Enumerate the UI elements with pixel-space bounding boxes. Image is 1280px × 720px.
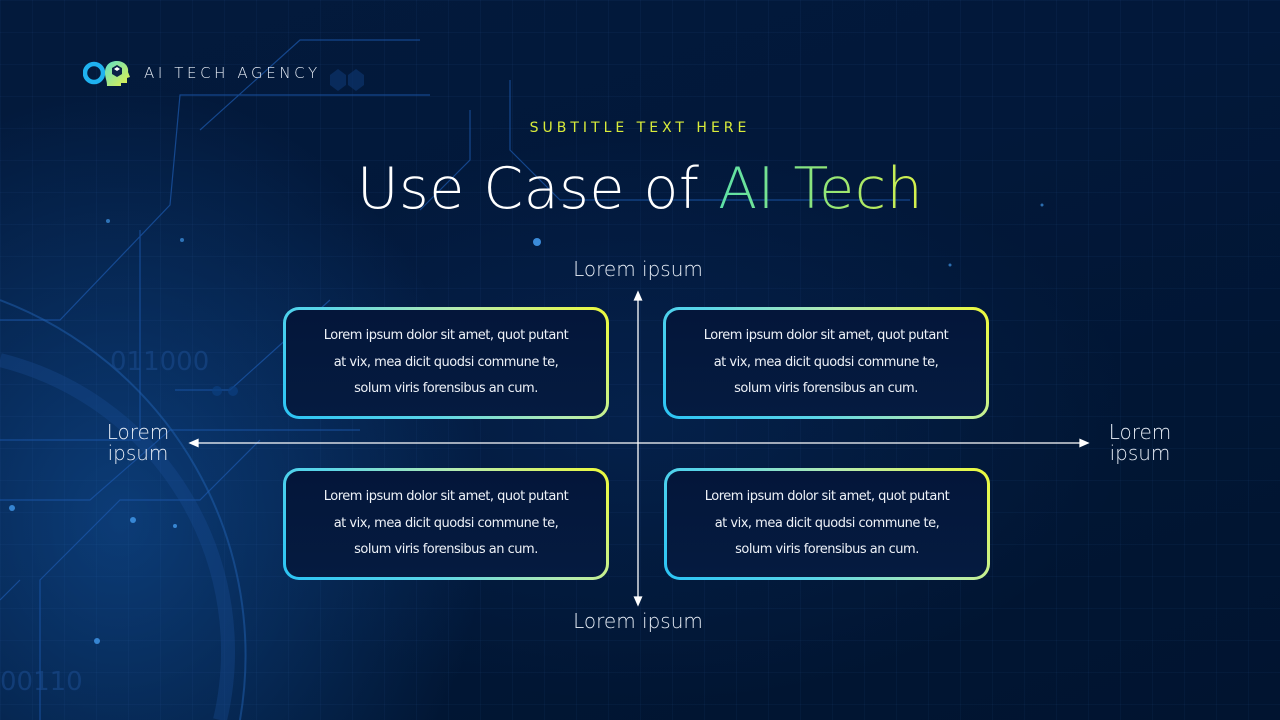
quadrant-card-top-left: Lorem ipsum dolor sit amet, quot putant … [283,307,609,419]
ai-agency-logo-icon [83,61,130,86]
card-text-line: Lorem ipsum dolor sit amet, quot putant [323,328,569,344]
card-text-line: Lorem ipsum dolor sit amet, quot putant [703,328,949,344]
axis-label-right-line-2: ipsum [1109,441,1171,465]
axis-label-left: Lorem ipsum [98,422,178,464]
arrow-left-icon [188,438,199,448]
card-text-line: Lorem ipsum dolor sit amet, quot putant [323,489,569,505]
quadrant-card-bottom-right: Lorem ipsum dolor sit amet, quot putant … [664,468,990,580]
axis-label-left-line-2: ipsum [107,441,169,465]
axis-label-bottom: Lorem ipsum [573,609,703,633]
subtitle: SUBTITLE TEXT HERE [529,120,751,136]
card-text-line: Lorem ipsum dolor sit amet, quot putant [704,489,950,505]
quadrant-card-bottom-left: Lorem ipsum dolor sit amet, quot putant … [283,468,609,580]
quadrant-card-top-right: Lorem ipsum dolor sit amet, quot putant … [663,307,989,419]
axis-label-top: Lorem ipsum [573,257,703,281]
card-text-line: solum viris forensibus an cum. [354,542,538,558]
axis-label-left-line-1: Lorem [106,420,170,444]
card-text-line: at vix, mea dicit quodsi commune te, [333,354,559,370]
page-title: Use Case of AI Tech [0,156,1280,222]
card-text-line: solum viris forensibus an cum. [354,381,538,397]
axis-label-right-line-1: Lorem [1108,420,1172,444]
card-text-line: at vix, mea dicit quodsi commune te, [333,515,559,531]
arrow-up-icon [633,290,643,301]
brand-name: AI TECH AGENCY [144,64,321,82]
brand-logo: AI TECH AGENCY [83,59,321,87]
arrow-right-icon [1079,438,1090,448]
axis-label-right: Lorem ipsum [1100,422,1180,464]
card-text-line: solum viris forensibus an cum. [734,381,918,397]
arrow-down-icon [633,596,643,607]
title-prefix: Use Case of [356,156,719,222]
card-text-line: solum viris forensibus an cum. [735,542,919,558]
card-text-line: at vix, mea dicit quodsi commune te, [714,515,940,531]
card-text-line: at vix, mea dicit quodsi commune te, [713,354,939,370]
title-highlight: AI Tech [718,156,924,222]
